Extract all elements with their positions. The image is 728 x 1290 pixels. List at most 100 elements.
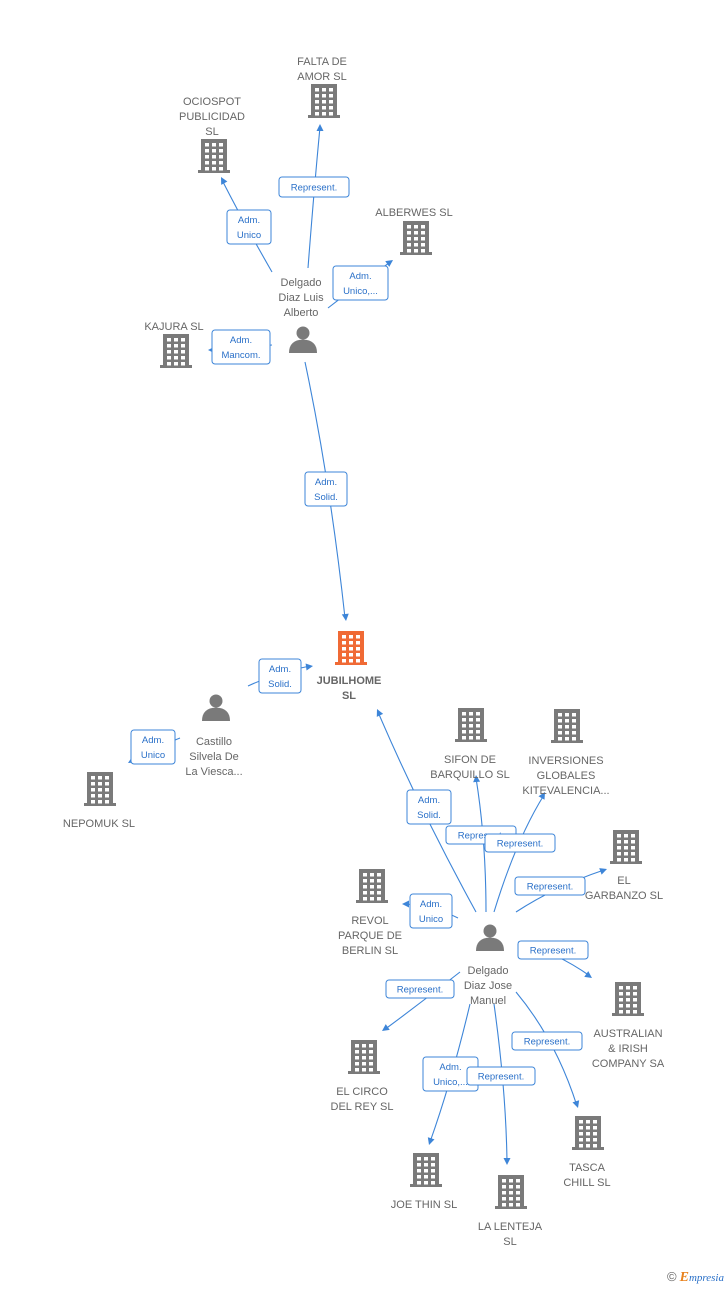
node-alberwes[interactable]: ALBERWES SL (375, 207, 453, 255)
person-icon (476, 924, 504, 951)
node-label: BERLIN SL (342, 945, 398, 957)
relation-label-text: Unico (419, 914, 443, 925)
relation-label-text: Unico,... (343, 286, 378, 297)
arrowhead-luis-jubilhome (341, 613, 349, 621)
relation-label-jose-inversiones[interactable]: Represent. (484, 833, 556, 853)
node-label: FALTA DE (297, 56, 347, 68)
arrowhead-luis-alberwes (385, 260, 393, 267)
node-label: JUBILHOME (317, 675, 382, 687)
relation-label-text: Solid. (417, 810, 441, 821)
relation-label-jose-jubilhome[interactable]: Adm. Solid. (406, 789, 452, 825)
building-icon (356, 869, 388, 903)
relation-label-text: Represent. (291, 183, 337, 194)
relation-label-jose-joethin[interactable]: Adm. Unico,... (422, 1056, 479, 1092)
node-label: ALBERWES SL (375, 207, 452, 219)
node-label: SL (503, 1236, 516, 1248)
relation-label-text: Unico,... (433, 1077, 468, 1088)
relation-label-jose-lenteja[interactable]: Represent. (466, 1066, 536, 1086)
relation-label-text: Adm. (420, 899, 442, 910)
person-icon (202, 694, 230, 721)
node-label: TASCA (569, 1162, 606, 1174)
building-icon (348, 1040, 380, 1074)
node-label: EL (617, 875, 630, 887)
building-icon (84, 772, 116, 806)
relation-label-text: Adm. (418, 795, 440, 806)
node-kajura[interactable]: KAJURA SL (144, 321, 204, 368)
arrowhead-jose-tasca (572, 1100, 580, 1108)
relation-labels-layer: Represent.Adm.UnicoAdm.Unico,...Adm.Manc… (130, 176, 589, 1092)
node-garbanzo[interactable]: EL GARBANZO SL (585, 830, 663, 902)
node-label: NEPOMUK SL (63, 818, 135, 830)
node-label: DEL REY SL (331, 1101, 394, 1113)
relation-label-luis-alberwes[interactable]: Adm. Unico,... (332, 265, 389, 301)
node-label: SL (342, 690, 356, 702)
relation-label-jose-garbanzo[interactable]: Represent. (514, 876, 586, 896)
node-label: Delgado (281, 277, 322, 289)
relation-label-luis-ociospot[interactable]: Adm.Unico (226, 209, 272, 245)
relation-label-text: Adm. (439, 1062, 461, 1073)
node-label: Diaz Jose (464, 980, 512, 992)
node-label: La Viesca... (185, 766, 242, 778)
node-label: OCIOSPOT (183, 96, 241, 108)
building-icon (335, 631, 367, 665)
node-nepomuk[interactable]: NEPOMUK SL (63, 772, 135, 830)
relation-label-text: Adm. (349, 271, 371, 282)
relation-label-text: Represent. (524, 1037, 570, 1048)
edge-jose-circo (383, 971, 461, 1031)
arrowhead-jose-lenteja (503, 1158, 511, 1165)
node-label: AMOR SL (297, 71, 347, 83)
arrowhead-jose-circo (382, 1024, 390, 1031)
relation-label-text: Represent. (478, 1072, 524, 1083)
relation-label-castillo-nepomuk[interactable]: Adm.Unico (130, 729, 176, 765)
relation-label-castillo-jubilhome[interactable]: Adm. Solid. (258, 658, 302, 694)
node-inversiones[interactable]: INVERSIONESGLOBALESKITEVALENCIA... (522, 709, 610, 797)
relation-label-text: Unico (237, 230, 261, 241)
building-icon (455, 708, 487, 742)
building-icon (198, 139, 230, 173)
arrowhead-jose-jubilhome (376, 709, 384, 717)
relation-label-luis-kajura[interactable]: Adm. Mancom. (211, 329, 271, 365)
relation-label-jose-circo[interactable]: Represent. (385, 979, 455, 999)
person-icon (289, 326, 317, 353)
edge-jose-lenteja (493, 1003, 508, 1163)
copyright-symbol: © (666, 1269, 677, 1284)
node-label: Delgado (468, 965, 509, 977)
arrowhead-jose-australian (584, 971, 592, 978)
relation-label-jose-tasca[interactable]: Represent. (511, 1031, 583, 1051)
relation-label-text: Mancom. (221, 350, 260, 361)
node-jubilhome[interactable]: JUBILHOME SL (317, 631, 382, 702)
relation-label-text: Solid. (268, 679, 292, 690)
node-label: Manuel (470, 995, 506, 1007)
node-label: Silvela De (189, 751, 239, 763)
node-falta[interactable]: FALTA DE AMOR SL (297, 56, 347, 118)
relation-label-text: Adm. (230, 335, 252, 346)
node-label: KAJURA SL (144, 321, 203, 333)
node-label: GLOBALES (537, 770, 596, 782)
relation-label-luis-falta[interactable]: Represent. (278, 176, 350, 198)
relation-label-text: Adm. (269, 664, 291, 675)
relation-label-text: Represent. (458, 831, 504, 842)
relation-label-text: Represent. (530, 946, 576, 957)
arrowhead-jose-joethin (427, 1137, 435, 1145)
relation-label-luis-jubilhome[interactable]: Adm.Solid. (304, 471, 348, 507)
relation-label-jose-australian[interactable]: Represent. (517, 940, 589, 960)
brand-logo-text: mpresia (688, 1272, 724, 1284)
building-icon (160, 334, 192, 368)
node-label: GARBANZO SL (585, 890, 663, 902)
node-label: AUSTRALIAN (593, 1028, 662, 1040)
relation-label-jose-revol[interactable]: Adm. Unico (409, 893, 453, 929)
node-joethin[interactable]: JOE THIN SL (391, 1153, 457, 1211)
building-icon (410, 1153, 442, 1187)
arrowhead-luis-ociospot (221, 177, 228, 185)
